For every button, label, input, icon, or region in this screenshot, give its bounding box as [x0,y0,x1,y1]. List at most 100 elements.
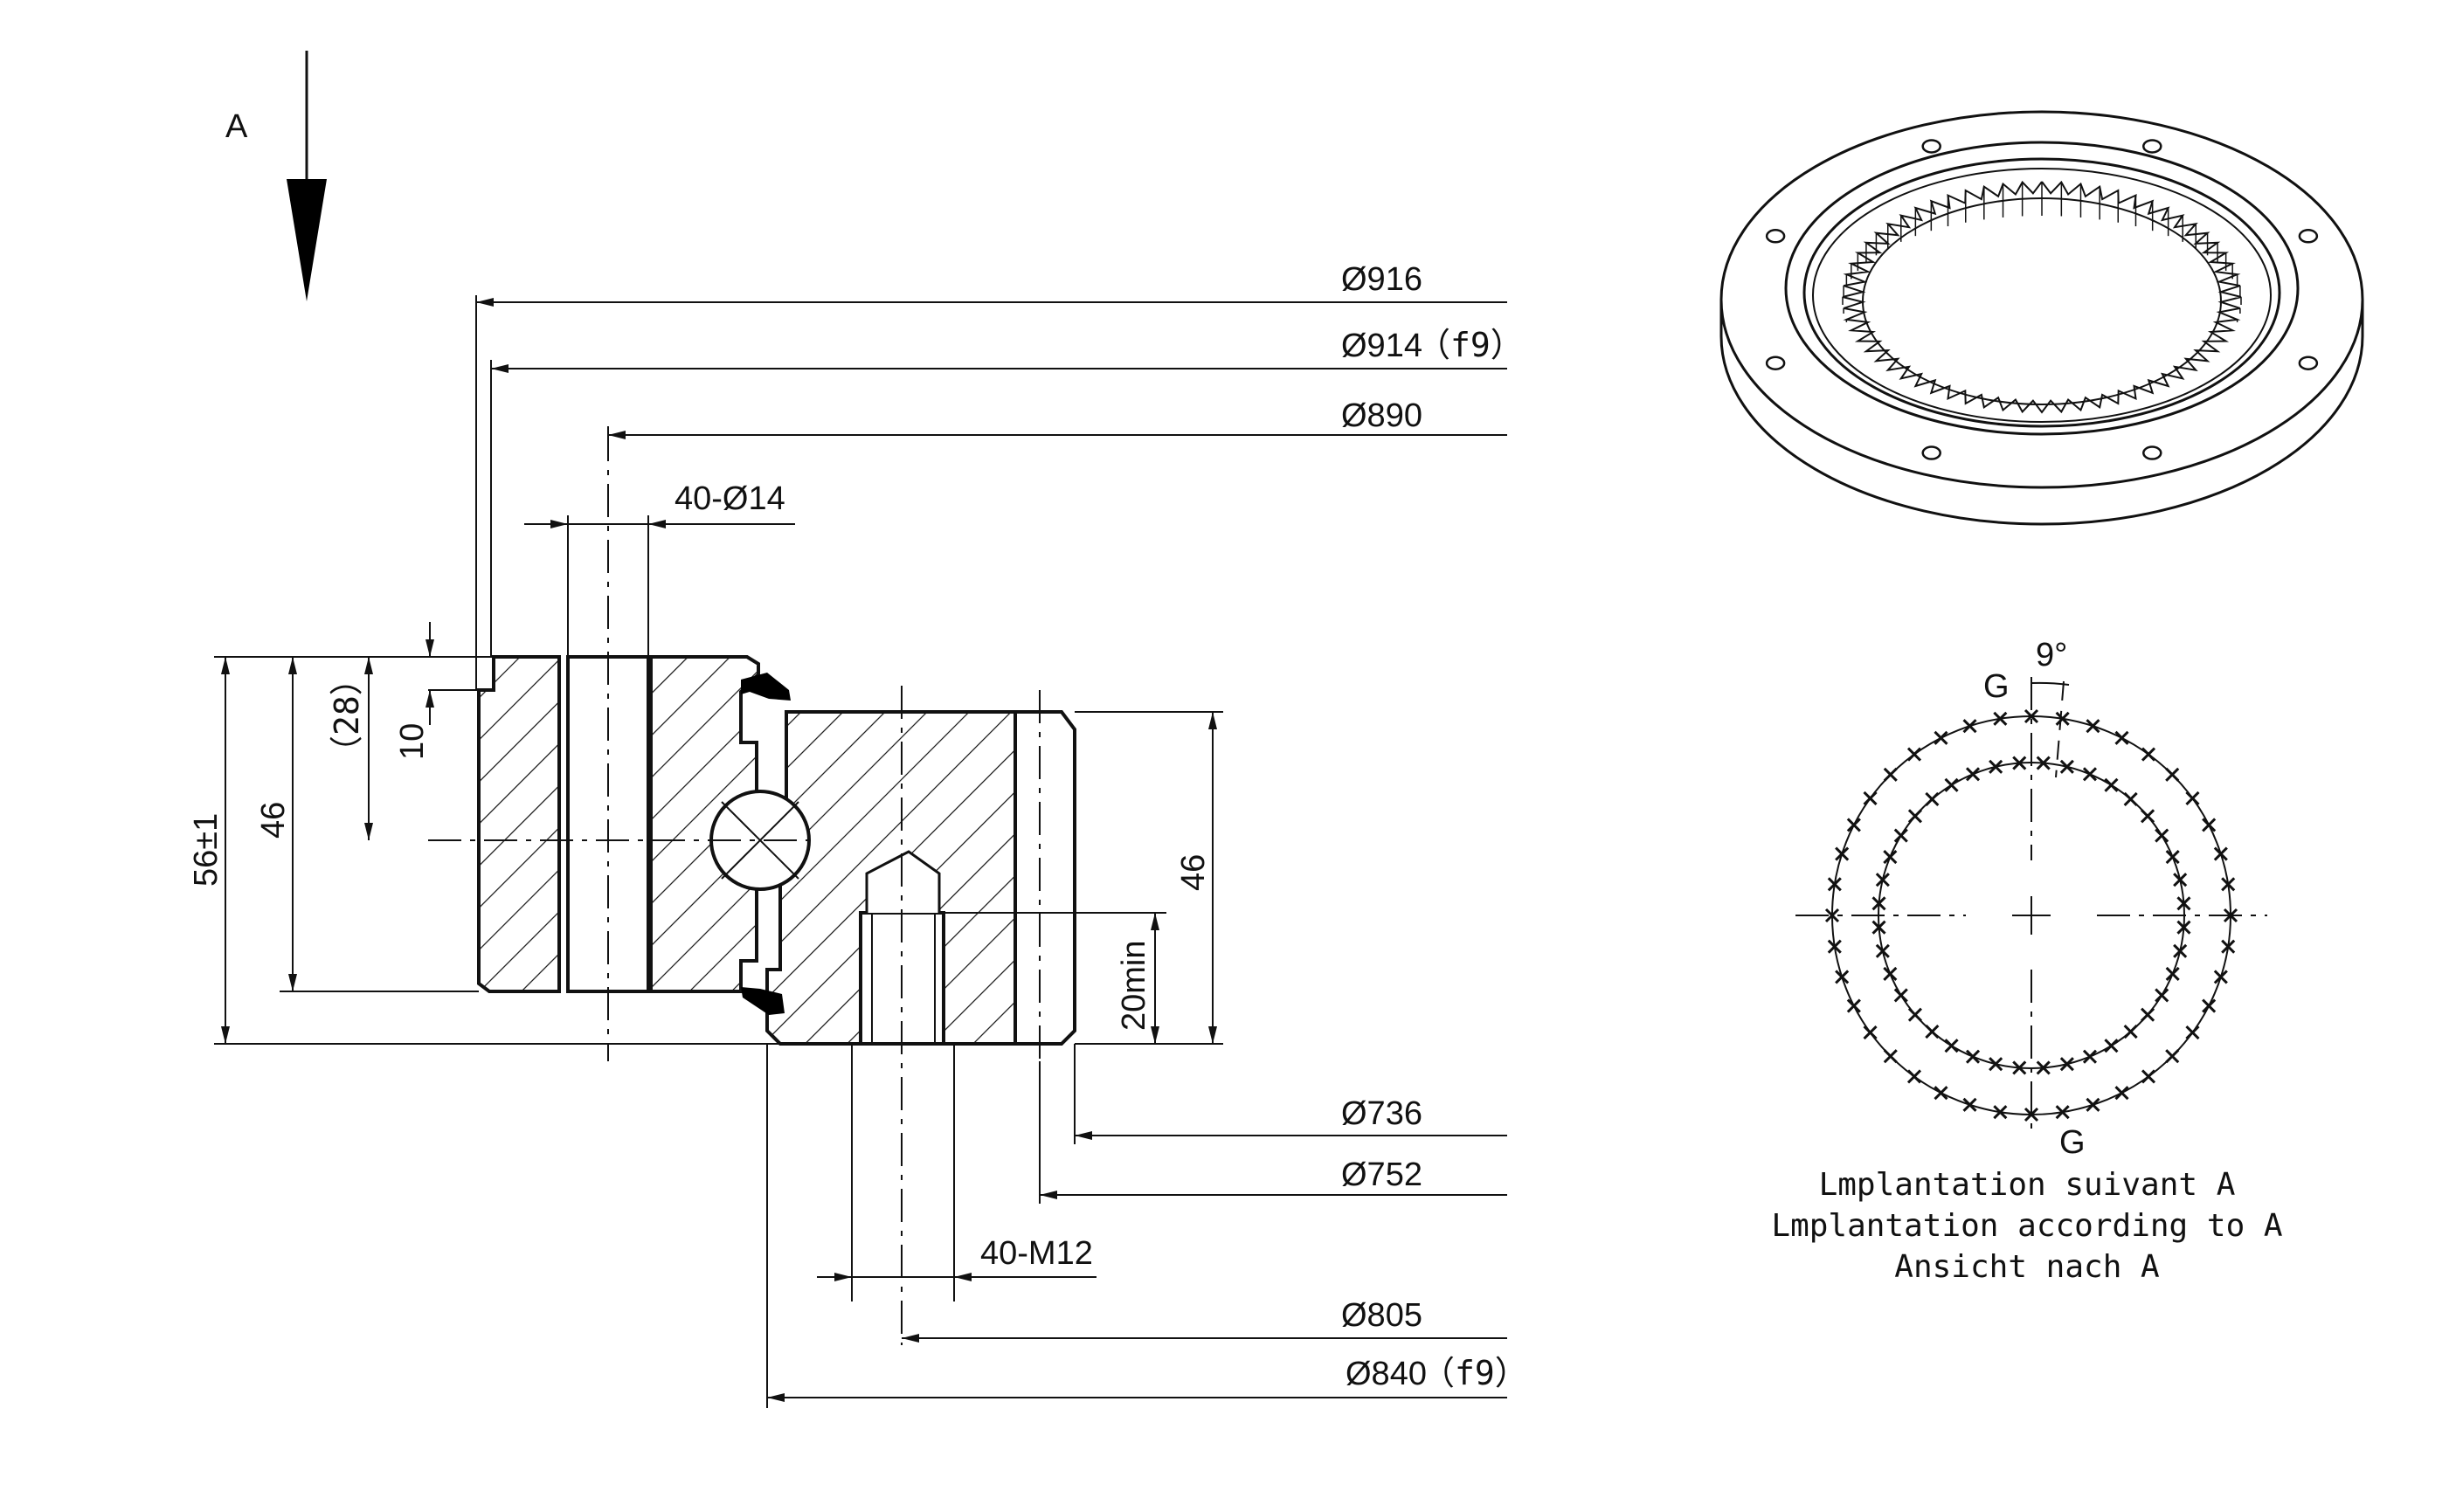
dim-10: 10 [394,723,431,760]
caption-de: Ansicht nach A [1894,1249,2160,1285]
cross-section [428,428,1076,1345]
dim-56: 56±1 [188,813,225,887]
mounting-hole [2142,445,2162,460]
dim-20min: 20min [1116,941,1152,1032]
bolt-mark [1993,711,2008,726]
bolt-mark [2173,943,2188,958]
bolt-mark [2024,1107,2039,1122]
dimensions: Ø916 Ø914 （f9） Ø890 40-Ø14 10 （28） 46 [188,261,1528,1408]
mounting-hole [2142,139,2162,154]
bolt-mark [2141,809,2155,824]
bolt-mark [1883,966,1898,982]
bolt-mark [2086,1097,2100,1112]
view-direction-arrow [287,51,327,301]
bolt-mark [2165,966,2180,982]
bolt-mark [1944,777,1959,792]
bolt-mark [2036,756,2051,770]
bolt-mark [1989,759,2003,774]
dim-d914: Ø914 [1341,328,1422,364]
bolt-mark [2221,939,2236,954]
bolt-mark [1965,767,1981,782]
bolt-mark [1835,970,1850,984]
bolt-mark [2086,719,2100,734]
dim-holes: 40-Ø14 [675,480,785,517]
bolt-mark [1925,1025,1940,1039]
angle-label: 9° [2036,637,2067,673]
dim-46-left: 46 [255,802,292,839]
mounting-hole [2298,356,2319,370]
bolt-mark [1906,747,1922,762]
bolt-mark [2059,759,2074,774]
bolt-mark [1824,908,1840,923]
bolt-mark [2185,791,2200,806]
bolt-mark [1883,1049,1898,1064]
isometric-view [1719,110,2364,526]
bolt-mark [2176,896,2191,911]
dim-d736: Ø736 [1341,1095,1422,1132]
bolt-mark [1827,939,1842,954]
mounting-hole [1765,229,1786,244]
bolt-mark [1934,730,1948,745]
bolt-mark [1906,1069,1922,1084]
bolt-mark [1907,809,1922,824]
bolt-mark [2176,920,2191,935]
gear-tooth-profile [1842,180,2242,414]
bolt-mark [2173,873,2188,887]
bolt-mark [2202,998,2217,1013]
bolt-mark [2082,767,2098,782]
bolt-mark [1925,791,1940,806]
dim-d890: Ø890 [1341,397,1422,434]
bolt-mark [2165,849,2180,865]
bolt-mark [1893,828,1908,843]
seal-bottom [741,987,785,1015]
bolt-mark [2221,877,2236,892]
bolt-mark [2155,988,2169,1003]
bolt-mark [1863,1025,1878,1040]
bolt-mark [2165,767,2180,782]
dim-d805: Ø805 [1341,1297,1422,1334]
dim-d752: Ø752 [1341,1156,1422,1193]
bolt-mark [1871,896,1886,911]
dim-46-right: 46 [1175,854,1212,891]
bolt-mark [1965,1049,1981,1064]
bolt-mark [2012,756,2027,770]
bolt-mark [2114,730,2129,745]
bolt-mark [1934,1086,1948,1101]
bolt-mark [2104,1039,2119,1053]
bolt-mark [2165,1049,2180,1064]
mounting-holes [1765,139,2319,460]
bolt-mark [1962,1097,1977,1112]
inner-bolt-pattern [1871,756,2191,1075]
bolt-mark [2059,1057,2074,1072]
bolt-mark [2213,846,2228,861]
bolt-mark [1827,877,1842,892]
mounting-hole [1921,139,1941,154]
bolt-mark [2123,1025,2138,1039]
bolt-mark [1846,998,1861,1013]
dim-28: （28） [328,662,366,769]
bolt-mark [1989,1057,2003,1072]
bolt-mark [2213,970,2228,984]
dim-d840: Ø840 [1346,1356,1427,1392]
dim-d916: Ø916 [1341,261,1422,298]
layout-view: 9° G G [1795,637,2267,1161]
bolt-mark [1863,791,1878,806]
dim-tapped: 40-M12 [980,1235,1093,1272]
bolt-mark [2036,1060,2051,1075]
outer-bolt-pattern [1824,708,2238,1122]
bolt-mark [2114,1086,2129,1101]
bolt-mark [1907,1007,1922,1022]
bolt-mark [1846,818,1861,832]
bolt-mark [1875,873,1890,887]
mark-top: G [1983,668,2010,705]
bolt-mark [2104,777,2119,792]
mounting-hole [1765,356,1786,370]
bolt-mark [2185,1025,2200,1040]
bolt-mark [2055,711,2070,726]
bolt-mark [1835,846,1850,861]
bolt-mark [1993,1105,2008,1120]
bolt-mark [2141,747,2156,762]
bolt-mark [1871,920,1886,935]
dim-d840-tolerance: （f9） [1422,1354,1528,1392]
